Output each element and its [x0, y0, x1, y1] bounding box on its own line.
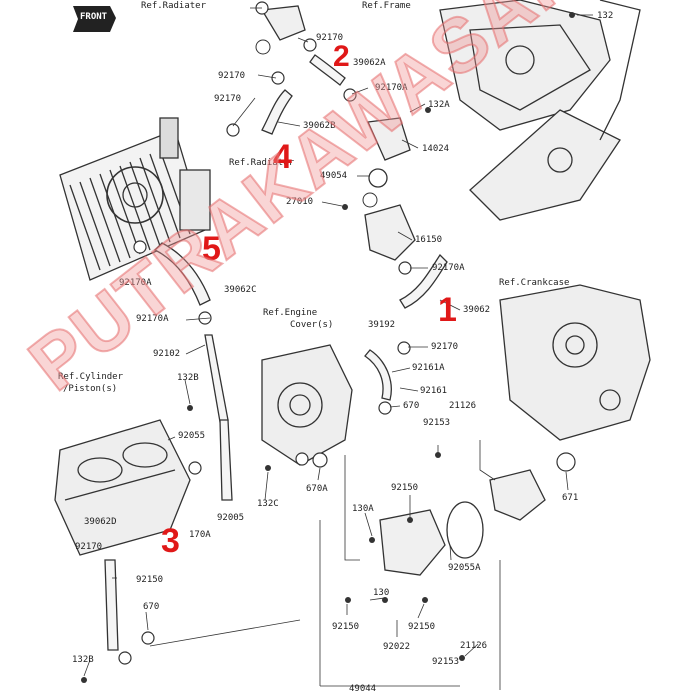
part-39192: 39192 — [368, 320, 396, 330]
hoses — [104, 54, 448, 651]
ref-engine-cover-2: Cover(s) — [290, 320, 334, 330]
part-39062b: 39062B — [303, 121, 336, 131]
part-92170-c: 92170 — [214, 94, 242, 104]
part-92022: 92022 — [383, 642, 411, 652]
ref-frame: Ref.Frame — [362, 1, 411, 11]
part-132b-b: 132B — [72, 655, 94, 665]
part-92161: 92161 — [420, 386, 448, 396]
part-39062d: 39062D — [84, 517, 117, 527]
ref-engine-cover-1: Ref.Engine — [263, 308, 318, 318]
part-92170a-c: 92170A — [119, 278, 152, 288]
part-92150-b: 92150 — [136, 575, 164, 585]
radiator — [59, 117, 211, 281]
part-27010: 27010 — [286, 197, 314, 207]
part-92055a: 92055A — [448, 563, 481, 573]
ref-crankcase: Ref.Crankcase — [499, 278, 570, 288]
part-21126-a: 21126 — [449, 401, 477, 411]
crankcase — [499, 284, 651, 441]
part-132: 132 — [597, 11, 614, 21]
water-pump — [260, 5, 546, 576]
part-92102: 92102 — [153, 349, 181, 359]
part-39062: 39062 — [463, 305, 491, 315]
part-16150: 16150 — [415, 235, 443, 245]
part-92150-d: 92150 — [408, 622, 436, 632]
part-670: 670 — [403, 401, 420, 411]
part-92170-e: 92170 — [75, 542, 103, 552]
part-132a: 132A — [428, 100, 450, 110]
part-132c: 132C — [257, 499, 279, 509]
part-92153-a: 92153 — [423, 418, 451, 428]
ref-cylinder-1: Ref.Cylinder — [58, 372, 124, 382]
part-92170-d: 92170 — [431, 342, 459, 352]
ref-radiator-mid: Ref.Radiator — [229, 158, 295, 168]
part-92153-b: 92153 — [432, 657, 460, 667]
callout-number-2: 2 — [333, 40, 350, 73]
part-671: 671 — [562, 493, 579, 503]
part-92170-a: 92170 — [316, 33, 344, 43]
part-130: 130 — [373, 588, 390, 598]
part-49054: 49054 — [320, 171, 348, 181]
front-logo-text: FRONT — [80, 12, 108, 22]
callout-number-4: 4 — [273, 138, 292, 176]
front-arrow-logo — [73, 6, 116, 32]
frame — [439, 0, 641, 221]
part-49044: 49044 — [349, 684, 377, 694]
part-130a: 130A — [352, 504, 374, 514]
part-670-b: 670 — [143, 602, 160, 612]
engine-cover — [261, 344, 353, 466]
part-670a: 670A — [306, 484, 328, 494]
callout-number-3: 3 — [161, 522, 180, 560]
part-92170a-d: 92170A — [136, 314, 169, 324]
part-92150-a: 92150 — [391, 483, 419, 493]
callout-number-5: 5 — [202, 230, 221, 268]
part-132b-a: 132B — [177, 373, 199, 383]
cylinder-block — [54, 419, 191, 556]
ref-radiater-top: Ref.Radiater — [141, 1, 207, 11]
reference-circles — [255, 39, 378, 208]
bolts — [81, 12, 575, 683]
part-39062c: 39062C — [224, 285, 257, 295]
part-170a: 170A — [189, 530, 211, 540]
part-39062a: 39062A — [353, 58, 386, 68]
leader-lines — [83, 7, 593, 690]
part-92055: 92055 — [178, 431, 206, 441]
part-92150-c: 92150 — [332, 622, 360, 632]
part-92170a-a: 92170A — [375, 83, 408, 93]
part-14024: 14024 — [422, 144, 450, 154]
ref-cylinder-2: /Piston(s) — [63, 384, 118, 394]
callout-number-1: 1 — [438, 291, 457, 329]
part-92161a: 92161A — [412, 363, 445, 373]
part-92170a-b: 92170A — [432, 263, 465, 273]
part-92005: 92005 — [217, 513, 245, 523]
part-92170-b: 92170 — [218, 71, 246, 81]
part-21126-b: 21126 — [460, 641, 488, 651]
